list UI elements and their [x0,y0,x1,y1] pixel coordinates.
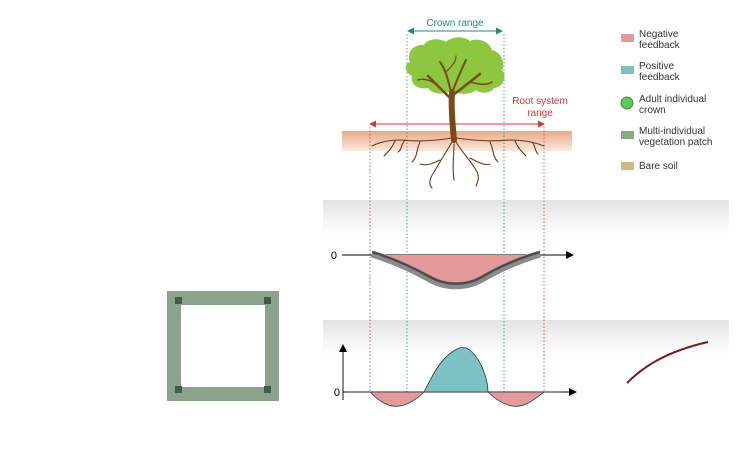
vegetation-patch [167,291,279,401]
top-plot-zero-label: 0 [331,250,337,262]
root-range-label-line2: range [527,108,553,119]
legend: Negative feedback Positive feedback Adul… [620,29,712,172]
legend-label-crown-2: crown [639,105,666,116]
legend-label-patch-1: Multi-individual [639,126,705,137]
legend-label-positive-1: Positive [639,61,674,72]
legend-label-patch-2: vegetation patch [639,137,712,148]
bottom-plot-negative-right [487,391,546,407]
bottom-plot-zero-label: 0 [334,387,340,399]
legend-label-bare-soil: Bare soil [639,161,678,172]
band-bottom [323,320,729,355]
bottom-plot-positive-region [423,347,489,393]
top-plot-curve-inner [371,250,541,285]
legend-swatch-positive [621,66,634,74]
legend-label-negative-1: Negative [639,29,679,40]
legend-label-crown-1: Adult individual [639,94,706,105]
legend-swatch-crown [620,96,634,110]
crown-range-label: Crown range [426,18,484,29]
band-top [323,200,729,235]
legend-swatch-bare-soil [621,162,634,170]
legend-swatch-patch [621,131,634,139]
right-growth-curve [626,341,709,384]
tree-trunk [417,55,493,143]
bottom-plot-negative-left [369,391,425,407]
legend-swatch-negative [621,34,634,42]
soil-strip [342,131,572,151]
tree-roots [371,137,545,189]
top-plot-negative-region [372,255,540,284]
root-range-label-line1: Root system [512,96,568,107]
legend-label-positive-2: feedback [639,72,681,83]
legend-label-negative-2: feedback [639,40,681,51]
top-plot-curve-outer [370,250,542,290]
